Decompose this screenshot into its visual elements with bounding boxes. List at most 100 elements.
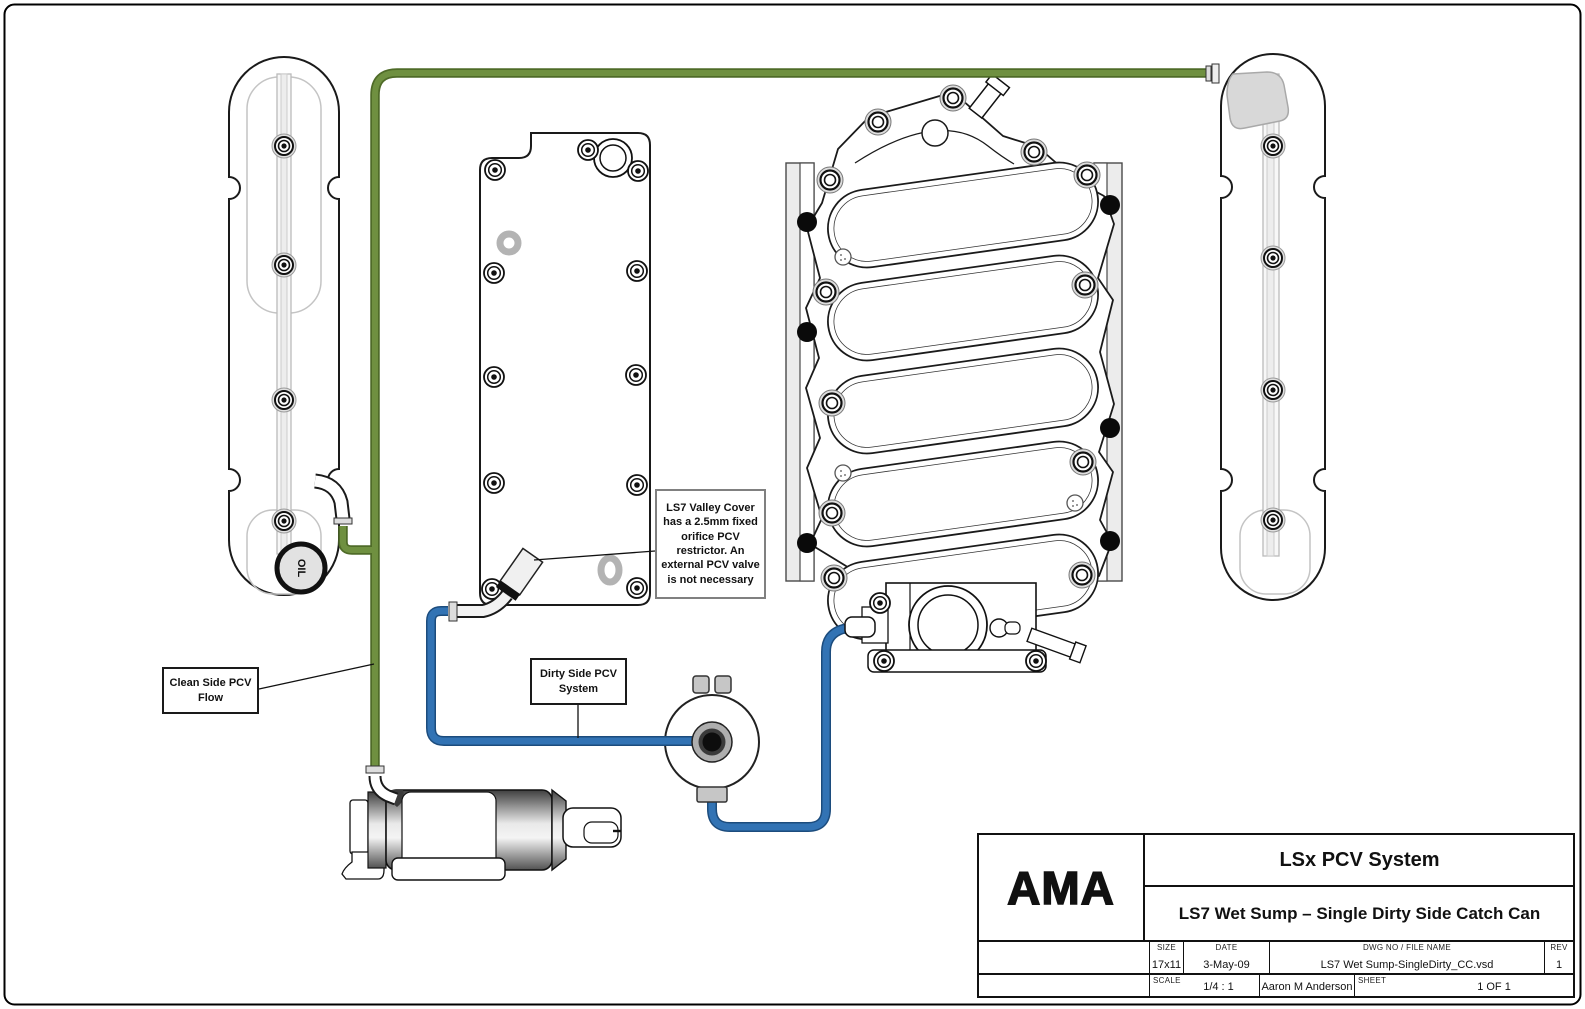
rev-cell: REV 1 <box>1545 942 1573 973</box>
catch-can-bottom-fitting <box>696 786 728 803</box>
author-name: Aaron M Anderson <box>1261 981 1353 993</box>
size-cell: SIZE 17x11 <box>1150 942 1184 973</box>
bolt <box>1260 377 1286 403</box>
dwg-cell: DWG NO / FILE NAME LS7 Wet Sump-SingleDi… <box>1270 942 1545 973</box>
bolt <box>271 387 297 413</box>
title-block: AMA LSx PCV System LS7 Wet Sump – Single… <box>977 833 1575 998</box>
date-label: DATE <box>1215 943 1238 952</box>
dirty-side-label: Dirty Side PCV System <box>530 658 627 705</box>
bolt <box>1068 447 1098 477</box>
oil-fill-housing <box>1226 71 1290 130</box>
catch-can-ports <box>691 675 733 803</box>
bolt <box>863 107 893 137</box>
sheet-value: 1 OF 1 <box>1477 981 1511 993</box>
size-label: SIZE <box>1157 943 1176 952</box>
rev-label: REV <box>1550 943 1568 952</box>
oil-cap: OIL <box>274 541 328 595</box>
company-logo: AMA <box>979 835 1145 940</box>
empty-cell <box>979 975 1150 997</box>
bolt <box>577 139 599 161</box>
port-dot <box>1100 531 1120 551</box>
air-intake-tube <box>341 788 622 881</box>
screw <box>834 248 852 266</box>
callout-line-valley-note <box>533 550 656 561</box>
bolt <box>626 577 648 599</box>
bolt <box>271 252 297 278</box>
catch-can-top-fitting <box>692 675 710 694</box>
rev-value: 1 <box>1555 959 1563 971</box>
bolt <box>938 83 968 113</box>
cylinder-head-rail-left <box>785 162 815 582</box>
callout-line-clean-side <box>258 663 375 690</box>
throttle-body <box>861 582 1087 673</box>
bolt <box>625 364 647 386</box>
bolt <box>1025 650 1047 672</box>
date-cell: DATE 3-May-09 <box>1184 942 1270 973</box>
scale-value: 1/4 : 1 <box>1203 981 1234 993</box>
dwg-value: LS7 Wet Sump-SingleDirty_CC.vsd <box>1320 959 1494 971</box>
bolt <box>1260 133 1286 159</box>
bolt <box>1019 137 1049 167</box>
bolt <box>817 498 847 528</box>
throttle-side-fitting <box>1026 627 1087 664</box>
bolt <box>869 592 891 614</box>
dwg-label: DWG NO / FILE NAME <box>1362 943 1452 952</box>
clean-side-label: Clean Side PCV Flow <box>162 667 259 714</box>
bolt <box>626 474 648 496</box>
bolt <box>1067 560 1097 590</box>
bolt <box>817 388 847 418</box>
port-dot <box>1100 195 1120 215</box>
sheet-label: SHEET <box>1358 976 1387 985</box>
bolt <box>484 159 506 181</box>
screw <box>1066 494 1084 512</box>
bolt <box>627 160 649 182</box>
manifold-top-fitting <box>968 73 1011 120</box>
left-valve-cover: OIL <box>228 56 340 596</box>
bolt <box>1072 160 1102 190</box>
page-border <box>3 3 1582 1006</box>
bolt <box>811 277 841 307</box>
empty-cell <box>979 942 1150 973</box>
port-dot <box>797 533 817 553</box>
plenum-top-line <box>854 129 1015 165</box>
air-tube-elbow <box>365 765 399 806</box>
vacuum-nipple <box>844 616 876 638</box>
port-dot <box>1100 418 1120 438</box>
sheet-cell: SHEET 1 OF 1 <box>1355 975 1573 997</box>
scale-label: SCALE <box>1153 976 1181 985</box>
right-valve-cover <box>1220 53 1326 601</box>
bolt <box>626 260 648 282</box>
clean-side-hose <box>338 68 1206 772</box>
bolt <box>819 563 849 593</box>
port-dot <box>797 322 817 342</box>
intake-runner <box>827 161 1099 269</box>
screw <box>834 464 852 482</box>
bolt <box>815 165 845 195</box>
info-row-1: SIZE 17x11 DATE 3-May-09 DWG NO / FILE N… <box>979 940 1573 973</box>
breather-elbow-left-cover <box>313 473 353 525</box>
info-row-2: SCALE 1/4 : 1 Aaron M Anderson SHEET 1 O… <box>979 973 1573 997</box>
catch-can-top-fitting <box>714 675 732 694</box>
bolt <box>873 650 895 672</box>
date-value: 3-May-09 <box>1203 959 1250 971</box>
bolt <box>483 262 505 284</box>
oil-cap-label: OIL <box>295 559 307 578</box>
size-value: 17x11 <box>1151 959 1182 971</box>
plenum-hole <box>921 119 949 147</box>
pcv-restrictor-fitting <box>495 547 544 601</box>
dirty-side-hose <box>426 606 853 832</box>
bolt <box>1260 507 1286 533</box>
bolt <box>1260 245 1286 271</box>
drawing-title: LS7 Wet Sump – Single Dirty Side Catch C… <box>1178 903 1541 923</box>
bolt <box>271 508 297 534</box>
bolt <box>483 472 505 494</box>
port-dot <box>797 212 817 232</box>
hose-barb-right-cover <box>1205 63 1220 84</box>
bolt <box>271 133 297 159</box>
system-title: LSx PCV System <box>1145 835 1574 887</box>
bolt <box>1070 270 1100 300</box>
valley-cover-outline <box>479 132 651 606</box>
author-cell: Aaron M Anderson <box>1260 975 1355 997</box>
intake-runner <box>827 347 1099 455</box>
